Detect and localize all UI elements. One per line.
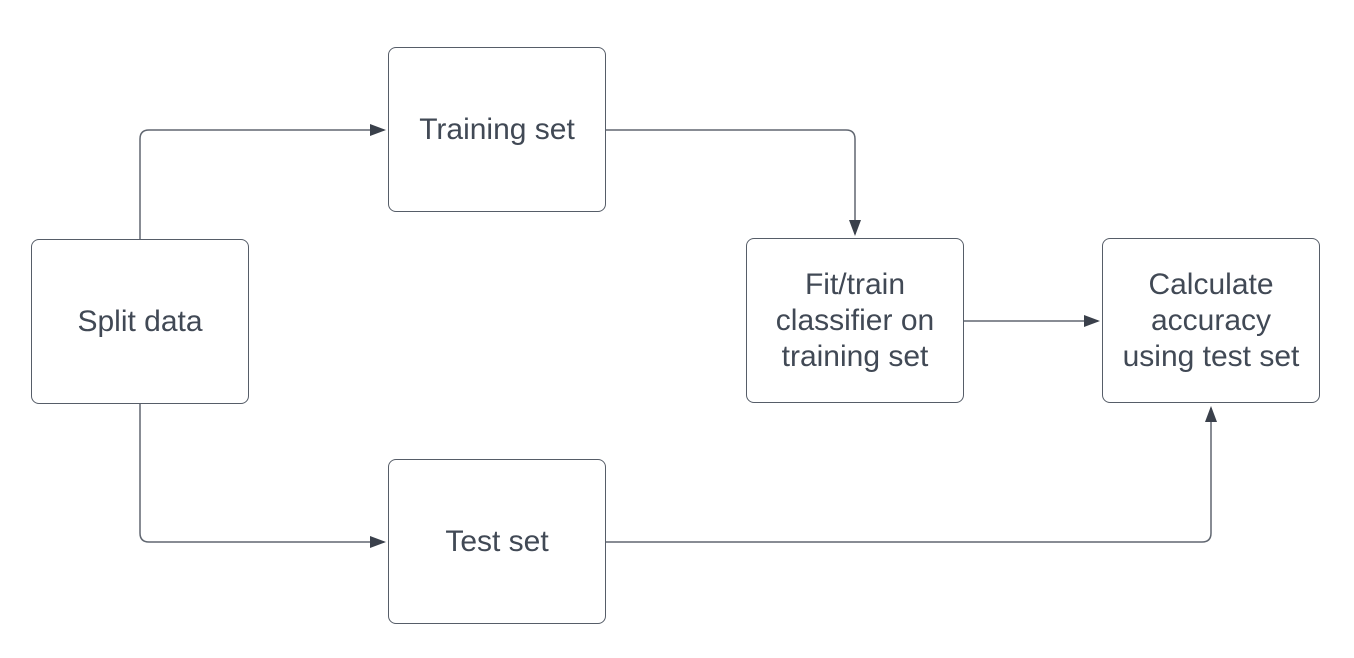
node-split-data: Split data	[31, 239, 249, 404]
node-fit-train-classifier: Fit/train classifier on training set	[746, 238, 964, 403]
node-training-set-label: Training set	[419, 112, 575, 146]
node-fit-train-classifier-label: Fit/train classifier on training set	[775, 267, 935, 373]
connector-split-to-test	[139, 404, 386, 548]
node-split-data-label: Split data	[77, 304, 203, 338]
node-training-set: Training set	[388, 47, 606, 212]
connector-test-to-calculate	[606, 406, 1217, 543]
node-test-set: Test set	[388, 459, 606, 624]
connector-training-to-fit	[606, 129, 861, 236]
connector-split-to-training	[139, 124, 386, 239]
node-calculate-accuracy: Calculate accuracy using test set	[1102, 238, 1320, 403]
node-test-set-label: Test set	[445, 524, 549, 558]
node-calculate-accuracy-label: Calculate accuracy using test set	[1122, 267, 1300, 373]
